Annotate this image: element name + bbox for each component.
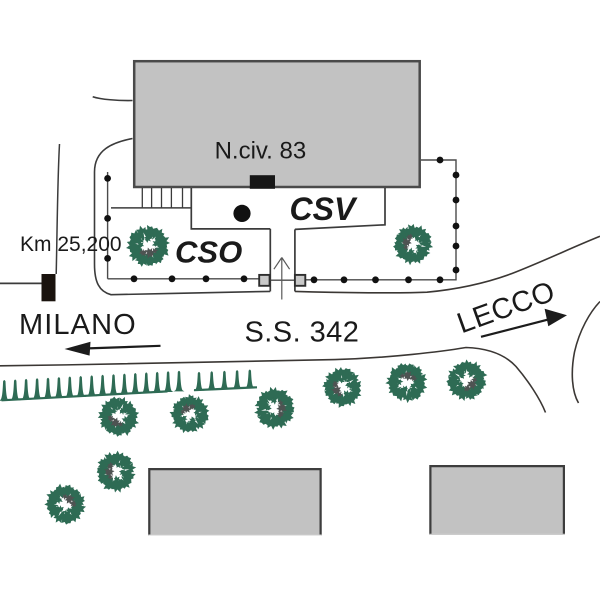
svg-text:MILANO: MILANO	[19, 309, 137, 341]
svg-text:Km 25,200: Km 25,200	[20, 233, 122, 256]
svg-text:CSO: CSO	[175, 235, 242, 270]
svg-text:S.S. 342: S.S. 342	[245, 317, 360, 349]
svg-text:CSV: CSV	[290, 191, 358, 227]
svg-text:N.civ. 83: N.civ. 83	[215, 137, 307, 164]
